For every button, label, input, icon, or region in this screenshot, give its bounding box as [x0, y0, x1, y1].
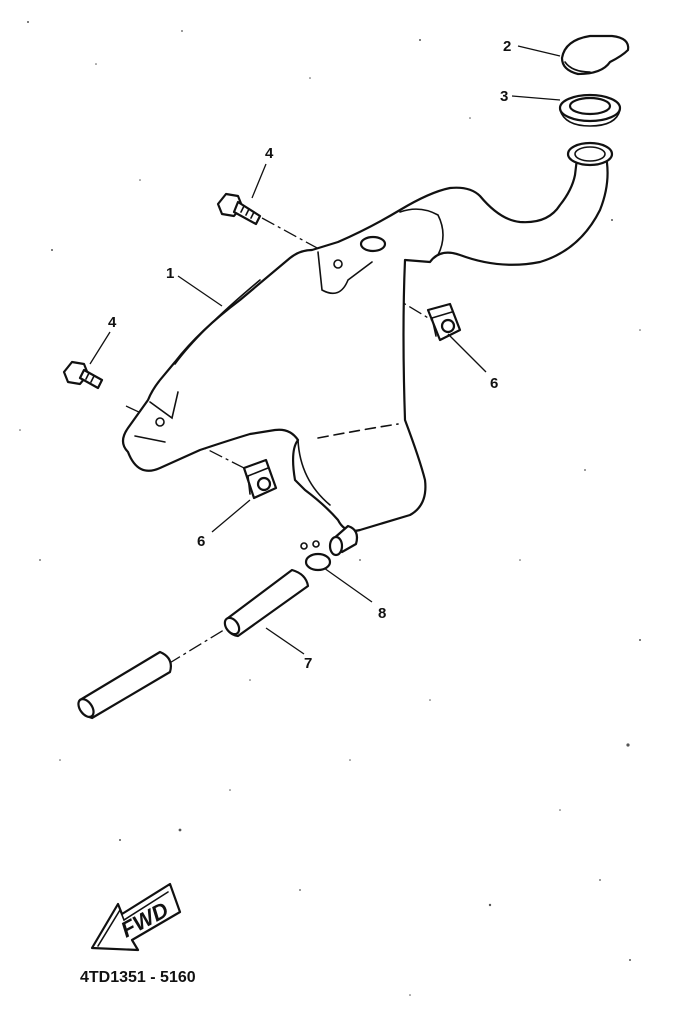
callout-hose: 7 [304, 655, 312, 672]
cap [560, 34, 630, 76]
hose-clip [300, 540, 332, 572]
callout-cap: 2 [503, 38, 511, 55]
assembly-line-lower-nut [164, 427, 249, 471]
fwd-arrow-icon [90, 882, 182, 952]
callout-nut-lower: 6 [197, 533, 205, 550]
clip-nut-lower [242, 458, 278, 500]
assembly-line-upper-bolt [261, 217, 331, 256]
leader-lines [89, 45, 561, 655]
gasket [558, 93, 622, 127]
bolt-lower [62, 360, 104, 390]
paper-speckles [19, 21, 641, 996]
hose [77, 568, 310, 720]
clip-nut-upper [426, 302, 462, 342]
callout-nut-upper: 6 [490, 375, 498, 392]
callout-gasket: 3 [500, 88, 508, 105]
callout-clip: 8 [378, 605, 386, 622]
callout-bolt-upper: 4 [265, 145, 274, 162]
callout-tank: 1 [166, 265, 174, 282]
assembly-line-hose [167, 624, 233, 665]
bolt-upper [216, 192, 262, 226]
reservoir-tank [121, 141, 614, 557]
part-code: 4TD1351 - 5160 [80, 969, 196, 986]
callout-bolt-lower: 4 [108, 314, 117, 331]
